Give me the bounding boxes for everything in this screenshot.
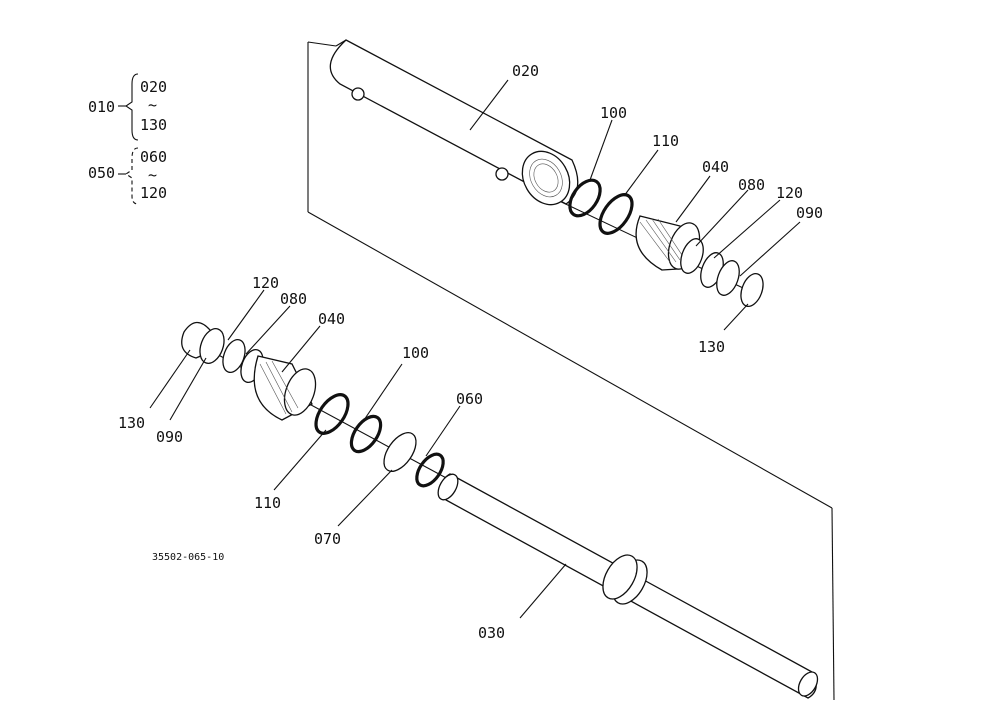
callout-bot-120: 120 <box>252 274 279 292</box>
reference-code: 35502-065-10 <box>152 552 224 563</box>
legend-group-b-to: 120 <box>140 184 167 202</box>
callout-bot-040: 040 <box>318 310 345 328</box>
legend-group-b-parent: 050 <box>88 164 115 182</box>
callout-top-100: 100 <box>600 104 627 122</box>
callout-top-110: 110 <box>652 132 679 150</box>
top-rings-080-120-090 <box>680 238 764 307</box>
callout-bot-060: 060 <box>456 390 483 408</box>
callout-bot-100: 100 <box>402 344 429 362</box>
top-seal-rings <box>568 178 634 235</box>
bottom-seal-rings <box>314 393 445 488</box>
callout-top-080: 080 <box>738 176 765 194</box>
callout-top-120: 120 <box>776 184 803 202</box>
callout-bot-070: 070 <box>314 530 341 548</box>
part-020-cylinder-tube <box>329 39 579 206</box>
callout-bot-030: 030 <box>478 624 505 642</box>
callout-labels: 020 100 110 040 080 120 090 130 120 080 … <box>118 62 823 642</box>
callout-top-040: 040 <box>702 158 729 176</box>
callout-bot-090: 090 <box>156 428 183 446</box>
legend-group-a-tilde: ~ <box>148 96 157 114</box>
legend-group-a-from: 020 <box>140 78 167 96</box>
legend-group-b-from: 060 <box>140 148 167 166</box>
legend-brackets <box>118 73 139 205</box>
legend: 010 020 ~ 130 050 060 ~ 120 <box>88 78 167 202</box>
callout-bot-130: 130 <box>118 414 145 432</box>
top-part-040-gland <box>635 215 701 271</box>
bottom-part-040-gland <box>253 355 317 421</box>
callout-bot-110: 110 <box>254 494 281 512</box>
leader-lines <box>149 79 801 619</box>
legend-group-a-parent: 010 <box>88 98 115 116</box>
legend-group-a-to: 130 <box>140 116 167 134</box>
callout-top-020: 020 <box>512 62 539 80</box>
legend-group-b-tilde: ~ <box>148 166 157 184</box>
part-030-piston-rod <box>437 473 819 699</box>
callout-top-130: 130 <box>698 338 725 356</box>
callout-bot-080: 080 <box>280 290 307 308</box>
callout-top-090: 090 <box>796 204 823 222</box>
